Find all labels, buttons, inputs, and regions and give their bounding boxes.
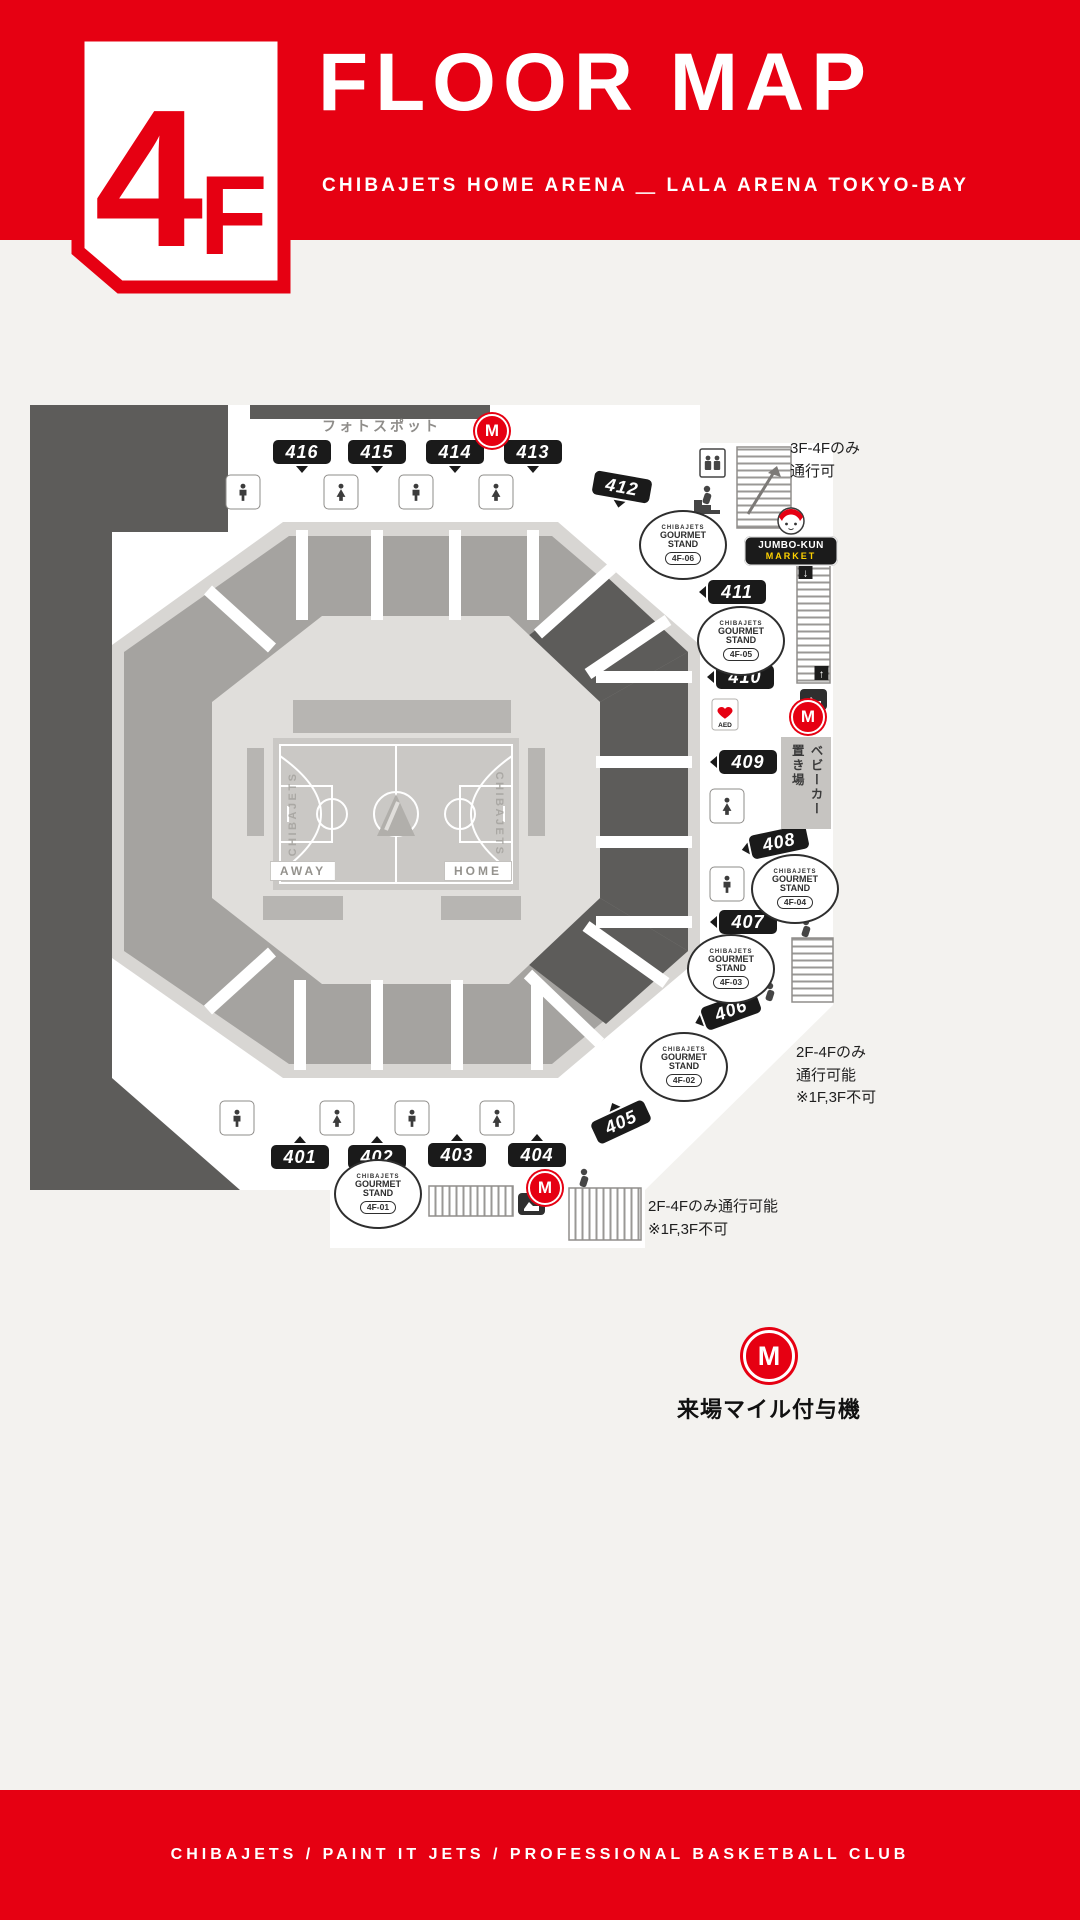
header: 4 F FLOOR MAP CHIBAJETS HOME ARENA ＿ LAL…	[0, 0, 1080, 294]
gate-404: 404	[508, 1143, 566, 1167]
footer-text: CHIBAJETS / PAINT IT JETS / PROFESSIONAL…	[170, 1846, 910, 1863]
court-team-left: CHIBAJETS	[287, 772, 299, 857]
legend-m-symbol: M	[743, 1330, 795, 1382]
gate-401: 401	[271, 1145, 329, 1169]
seating-dark-bottom-right	[528, 898, 688, 1024]
seating-dark-right	[600, 652, 688, 951]
restroom-icon	[478, 474, 514, 510]
stand-code: 4F-01	[359, 1200, 397, 1214]
stand-title: GOURMET STAND	[661, 1052, 707, 1072]
note-line: ※1F,3F不可	[796, 1089, 877, 1106]
escalator-bottom	[428, 1185, 514, 1217]
gate-411: 411	[708, 580, 766, 604]
note-line: 通行可能	[796, 1066, 857, 1084]
stand-brand: CHIBAJETS	[662, 1047, 706, 1054]
floor-badge-shape	[71, 28, 291, 294]
note-stairs-top-right: 3F-4Fのみ 通行可	[790, 438, 860, 483]
photo-spot-wall	[250, 405, 490, 419]
gate-414: 414	[426, 440, 484, 464]
stand-code: 4F-05	[722, 647, 760, 661]
outer-wall-left	[30, 405, 240, 1190]
note-line: ※1F,3F不可	[648, 1220, 729, 1238]
stand-code: 4F-02	[665, 1073, 703, 1087]
stand-title: GOURMET STAND	[708, 954, 754, 974]
mile-machine-marker-top: M	[475, 414, 509, 448]
stand-title: GOURMET STAND	[660, 530, 706, 550]
up-arrow-icon: ↑	[819, 669, 825, 681]
stand-title: GOURMET STAND	[718, 626, 764, 646]
restroom-icon	[319, 1100, 355, 1136]
stand-title: GOURMET STAND	[772, 874, 818, 894]
gate-415: 415	[348, 440, 406, 464]
stairs-person-icon-right2	[765, 982, 775, 1002]
stroller-area-label: ベビーカー置き場	[781, 737, 831, 829]
market-label: MARKET	[765, 551, 817, 561]
escalator-right: ↓ ↑	[796, 562, 831, 684]
stand-brand: CHIBAJETS	[773, 869, 817, 876]
gourmet-stand-4f-05: CHIBAJETS GOURMET STAND 4F-05	[697, 606, 785, 676]
jumbo-kun-market-badge: JUMBO-KUN MARKET	[744, 536, 838, 566]
note-stairs-right: 2F-4Fのみ 通行可能 ※1F,3F不可	[796, 1042, 876, 1110]
mile-machine-marker-right: M	[791, 700, 825, 734]
note-line: 2F-4Fのみ通行可能	[648, 1198, 779, 1215]
stand-brand: CHIBAJETS	[709, 949, 753, 956]
page-title: FLOOR MAP	[318, 37, 873, 128]
page-subtitle: CHIBAJETS HOME ARENA ＿ LALA ARENA TOKYO-…	[322, 175, 970, 196]
restroom-icon	[219, 1100, 255, 1136]
note-line: 2F-4Fのみ	[796, 1044, 867, 1061]
floor-number: 4	[94, 69, 204, 289]
jumbo-kun-mascot-icon	[777, 507, 805, 535]
aed-label: AED	[718, 722, 732, 729]
gourmet-stand-4f-04: CHIBAJETS GOURMET STAND 4F-04	[751, 854, 839, 924]
stairs-person-icon-top	[694, 485, 720, 514]
stand-brand: CHIBAJETS	[719, 621, 763, 628]
gourmet-stand-4f-01: CHIBAJETS GOURMET STAND 4F-01	[334, 1159, 422, 1229]
footer: CHIBAJETS / PAINT IT JETS / PROFESSIONAL…	[0, 1790, 1080, 1920]
gate-407: 407	[719, 910, 777, 934]
away-bench-label: AWAY	[269, 861, 337, 881]
floor-badge	[71, 28, 291, 294]
gourmet-stand-4f-03: CHIBAJETS GOURMET STAND 4F-03	[687, 934, 775, 1004]
stand-brand: CHIBAJETS	[661, 525, 705, 532]
restroom-icon	[323, 474, 359, 510]
note-line: 3F-4Fのみ	[790, 440, 861, 457]
stairs-person-icon-bottom	[579, 1168, 589, 1188]
gate-403: 403	[428, 1143, 486, 1167]
note-stairs-bottom: 2F-4Fのみ通行可能 ※1F,3F不可	[648, 1196, 778, 1241]
elevator-icon	[699, 448, 726, 478]
stand-title: GOURMET STAND	[355, 1179, 401, 1199]
stairs-bottom	[568, 1187, 642, 1241]
restroom-icon	[709, 866, 745, 902]
restroom-icon	[398, 474, 434, 510]
gourmet-stand-4f-02: CHIBAJETS GOURMET STAND 4F-02	[640, 1032, 728, 1102]
note-line: 通行可	[790, 462, 836, 480]
home-bench-label: HOME	[444, 861, 512, 881]
gate-409: 409	[719, 750, 777, 774]
mile-machine-marker-bottom: M	[528, 1171, 562, 1205]
stand-brand: CHIBAJETS	[356, 1174, 400, 1181]
seating-aisles	[203, 530, 692, 1070]
court-team-right: CHIBAJETS	[493, 772, 505, 857]
stand-code: 4F-03	[712, 975, 750, 989]
stairs-right-mid	[791, 937, 834, 1003]
restroom-icon	[225, 474, 261, 510]
stand-code: 4F-06	[664, 551, 702, 565]
stand-code: 4F-04	[776, 895, 814, 909]
jumbo-kun-label: JUMBO-KUN	[758, 540, 824, 551]
restroom-icon	[709, 788, 745, 824]
restroom-icon	[394, 1100, 430, 1136]
gourmet-stand-4f-06: CHIBAJETS GOURMET STAND 4F-06	[639, 510, 727, 580]
gate-416: 416	[273, 440, 331, 464]
down-arrow-icon: ↓	[803, 568, 809, 580]
legend-label: 来場マイル付与機	[676, 1397, 862, 1422]
restroom-icon	[479, 1100, 515, 1136]
floor-label: 4 F	[78, 40, 284, 289]
photo-spot-label: フォトスポット	[322, 418, 441, 434]
floor-letter: F	[199, 152, 268, 278]
gate-413: 413	[504, 440, 562, 464]
aed-icon: AED	[711, 698, 739, 731]
